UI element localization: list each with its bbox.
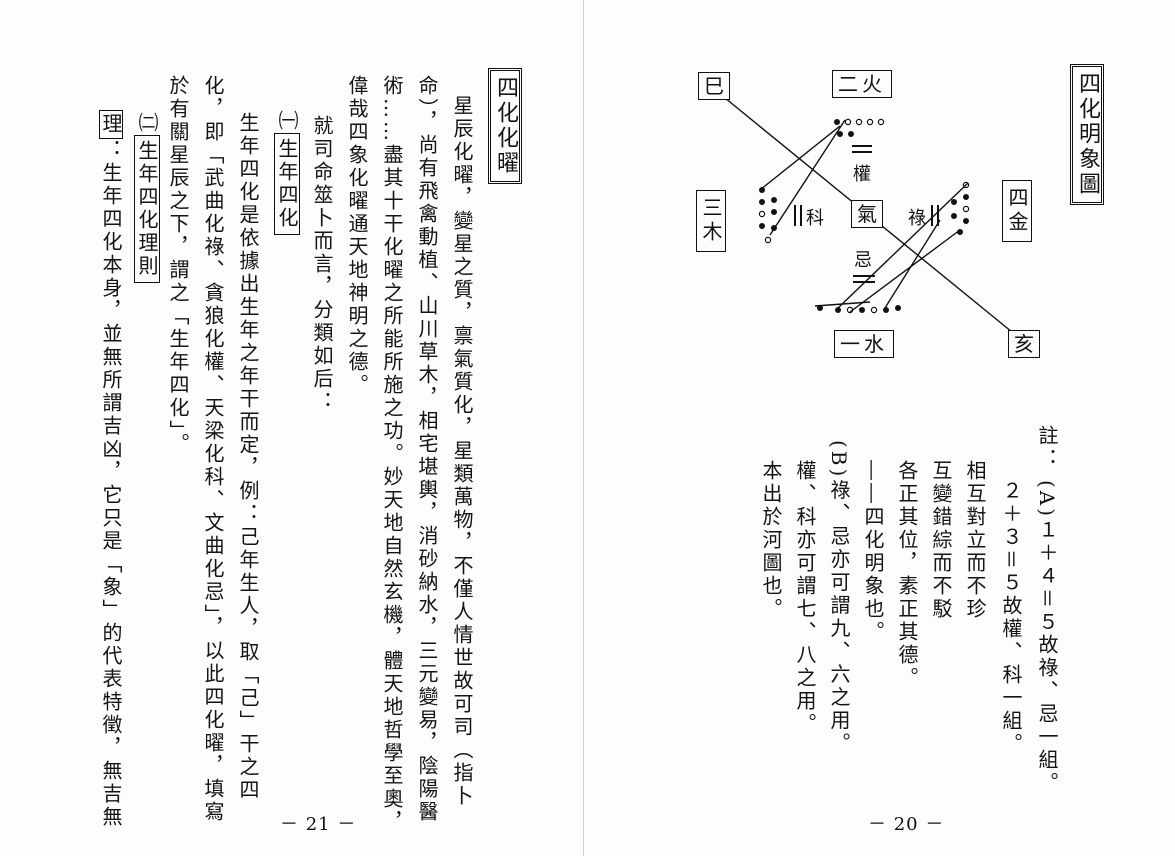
sub1-line-3: 於有關星辰之下，謂之「生年四化」。 (166, 75, 190, 456)
label-hai: 亥 (1008, 330, 1040, 358)
note-line-8: (B)祿、忌亦可謂九、六之用。 (827, 440, 851, 756)
para-line-4: 偉哉四象化曜通天地神明之德。 (345, 75, 369, 397)
label-fire: 二火 (832, 70, 892, 98)
sub2-first-char: 理 (99, 110, 123, 139)
hetu-dots (758, 118, 970, 314)
note-line-3: ２＋３＝５故權、科一組。 (999, 480, 1023, 756)
label-ji: 忌 (854, 250, 872, 271)
para-line-2: 命），尚有飛禽動植、山川草木，相宅堪輿，消砂納水，三元變易，陰陽醫 (415, 75, 439, 824)
sub2-rest: ：生年四化本身，並無所謂吉凶，它只是「象」的代表特徵，無吉無 (99, 139, 123, 829)
sub2-line-1: 理：生年四化本身，並無所謂吉凶，它只是「象」的代表特徵，無吉無 (99, 110, 123, 829)
link-water-metal-c (884, 219, 941, 309)
subsection-1-title: 生年四化 (274, 133, 300, 235)
note-line-4: 相互對立而不珍 (963, 460, 987, 621)
section-title: 四化化曜 (488, 68, 522, 184)
subsection-2-title: 生年四化理則 (134, 135, 160, 283)
link-water-metal-a (837, 182, 969, 309)
link-water-metal-b (849, 229, 961, 313)
diagram-lines (724, 97, 1013, 333)
para-line-3: 術……盡其十干化曜之所能所施之功。妙天地自然玄機，體天地哲學至奧， (380, 75, 404, 834)
page-number-left: － 21 － (280, 814, 357, 835)
subsection-2-marker: ㈡ (135, 112, 159, 135)
subsection-1-heading: ㈠生年四化 (274, 110, 300, 235)
note-line-5: 互變錯綜而不駁 (929, 460, 953, 621)
link-wood-fire-b (769, 119, 846, 236)
label-metal: 四金 (1002, 180, 1032, 242)
subsection-1-marker: ㈠ (275, 110, 299, 133)
para-line-1: 星辰化曜，變星之質，禀氣質化，星類萬物，不僅人情世故可司（指卜 (450, 95, 474, 808)
diagram-title: 四化明象圖 (1070, 64, 1104, 205)
note-line-2: (A)１＋４＝５故祿、忌一組。 (1035, 480, 1059, 796)
label-ke: 科 (806, 208, 824, 229)
label-wood: 三木 (696, 190, 726, 252)
sub1-line-2: 化，即「武曲化祿、貪狼化權、天梁化科、文曲化忌」，以此四化曜，填寫 (201, 75, 225, 824)
label-center: 氣 (851, 200, 883, 228)
four-transformations-diagram: 巳 二火 三木 四金 氣 一水 亥 權 科 祿 忌 (640, 50, 1060, 380)
page-gutter (583, 0, 584, 856)
label-quan: 權 (853, 164, 871, 185)
label-lu: 祿 (908, 208, 926, 229)
label-si: 巳 (698, 72, 730, 100)
link-water-cross (814, 301, 871, 307)
note-line-6: 各正其位，素正其德。 (895, 460, 919, 690)
label-water: 一水 (834, 330, 894, 358)
note-line-9: 權、科亦可謂七、八之用。 (793, 460, 817, 736)
link-wood-fire-a (759, 125, 841, 191)
note-line-1: 註： (1035, 425, 1059, 471)
para-line-5: 就司命筮卜而言，分類如后： (310, 115, 334, 414)
page-number-right: － 20 － (868, 814, 945, 835)
sub1-line-1: 生年四化是依據出生年之年干而定，例：己年生人，取「己」干之四 (236, 112, 260, 802)
note-line-7: ――四化明象也。 (861, 460, 885, 644)
equal-marks (794, 145, 939, 283)
subsection-2-heading: ㈡生年四化理則 (134, 112, 160, 283)
note-line-10: 本出於河圖也。 (759, 460, 783, 621)
